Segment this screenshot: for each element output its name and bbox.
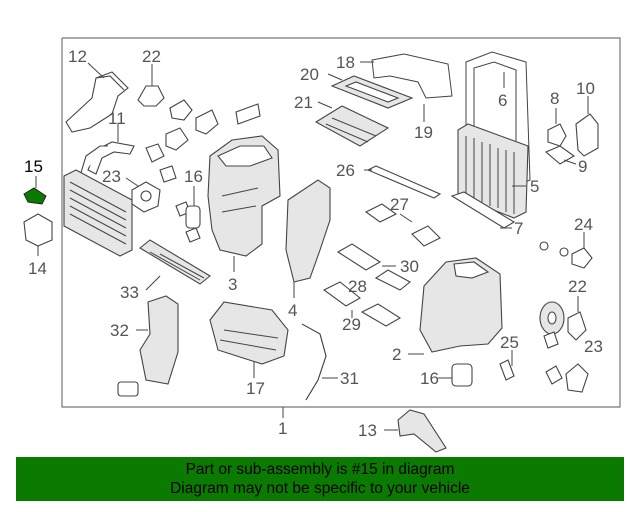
part-27-door-links[interactable] <box>364 203 441 247</box>
callout-5: 5 <box>530 177 539 196</box>
callout-21: 21 <box>294 93 313 112</box>
callout-20: 20 <box>300 65 319 84</box>
callout-11: 11 <box>108 109 126 128</box>
callout-9: 9 <box>578 157 587 176</box>
part-22-clip-top[interactable] <box>137 85 165 107</box>
part-4-case-half[interactable] <box>285 179 331 283</box>
callout-12: 12 <box>68 47 87 66</box>
callout-29: 29 <box>342 315 361 334</box>
callout-23b: 23 <box>584 337 603 356</box>
callout-labels: 12 22 18 20 21 19 6 8 10 11 9 15 23 16 2… <box>24 47 603 440</box>
part-14[interactable] <box>23 213 53 247</box>
part-7-bracket[interactable] <box>450 191 516 229</box>
part-9-clamp[interactable] <box>544 145 576 165</box>
part-29-doors[interactable] <box>322 281 402 327</box>
banner-line-1: Part or sub-assembly is #15 in diagram <box>185 461 455 478</box>
part-25-connector[interactable] <box>499 359 515 381</box>
callout-33: 33 <box>120 283 139 302</box>
part-12-duct[interactable] <box>65 71 129 133</box>
part-18-seal[interactable] <box>371 53 453 99</box>
part-16-gasket-left[interactable] <box>185 205 201 229</box>
part-22-clip-right[interactable] <box>567 311 587 341</box>
callout-25: 25 <box>500 333 519 352</box>
callout-3: 3 <box>228 275 237 294</box>
part-30-link[interactable] <box>336 243 382 271</box>
callout-19: 19 <box>414 123 433 142</box>
callout-4: 4 <box>288 301 297 320</box>
part-17-housing[interactable] <box>209 301 289 365</box>
part-8-valve[interactable] <box>547 123 567 147</box>
part-21-filter-element[interactable] <box>314 105 390 147</box>
part-11-pipes[interactable] <box>79 141 135 177</box>
callout-30: 30 <box>400 257 419 276</box>
callout-14: 14 <box>28 259 47 278</box>
callout-17: 17 <box>246 379 265 398</box>
assembly-frame <box>61 37 621 408</box>
callout-7: 7 <box>514 219 523 238</box>
part-heater-core[interactable] <box>63 169 133 257</box>
callout-1: 1 <box>278 419 287 438</box>
part-misc-right[interactable] <box>539 241 569 385</box>
callout-6: 6 <box>498 91 507 110</box>
part-32-duct[interactable] <box>139 295 179 385</box>
callout-24: 24 <box>574 215 593 234</box>
part-small-clips[interactable] <box>145 99 261 243</box>
callout-10: 10 <box>576 79 595 98</box>
part-33-filter[interactable] <box>139 239 211 285</box>
part-15-highlighted[interactable] <box>23 187 47 205</box>
callout-32: 32 <box>110 321 129 340</box>
callout-16b: 16 <box>420 369 439 388</box>
part-28-link[interactable] <box>374 269 411 291</box>
callout-27: 27 <box>390 195 409 214</box>
callout-26: 26 <box>336 161 355 180</box>
part-24-sensor[interactable] <box>571 247 593 269</box>
part-2-main-case[interactable] <box>419 257 503 353</box>
callout-13: 13 <box>358 421 377 440</box>
part-23-actuator-left[interactable] <box>131 181 161 213</box>
callout-8: 8 <box>550 89 559 108</box>
callout-31: 31 <box>340 369 359 388</box>
callout-22a: 22 <box>142 47 161 66</box>
banner-line-2: Diagram may not be specific to your vehi… <box>170 480 470 497</box>
part-blower-wheel[interactable] <box>539 301 565 335</box>
part-26-link-rod[interactable] <box>366 165 442 199</box>
callout-2: 2 <box>392 345 401 364</box>
part-13-bracket[interactable] <box>397 409 447 453</box>
part-3-heater-case[interactable] <box>207 135 281 257</box>
part-31-hose[interactable] <box>301 323 327 401</box>
part-10-bracket[interactable] <box>575 113 599 157</box>
part-small-gasket[interactable] <box>117 381 139 397</box>
callout-22b: 22 <box>568 277 587 296</box>
part-23-actuator-right[interactable] <box>565 363 589 393</box>
callout-23a: 23 <box>102 167 121 186</box>
part-20-cover[interactable] <box>330 75 414 109</box>
callout-18: 18 <box>336 53 355 72</box>
info-banner: Part or sub-assembly is #15 in diagram D… <box>16 457 624 501</box>
callout-28: 28 <box>348 277 367 296</box>
callout-16a: 16 <box>184 167 203 186</box>
parts-diagram: 12 22 18 20 21 19 6 8 10 11 9 15 23 16 2… <box>23 37 621 453</box>
callout-15: 15 <box>24 157 43 176</box>
part-16-gasket-right[interactable] <box>451 363 473 387</box>
